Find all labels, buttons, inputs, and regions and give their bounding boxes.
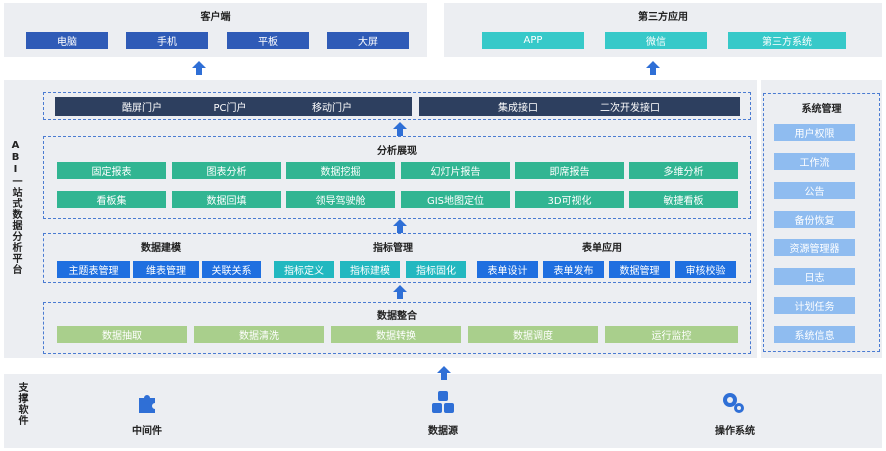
forms-data-manage[interactable]: 数据管理 [609,261,670,278]
arrow-up-icon [393,285,407,299]
portal-mobile[interactable]: 移动门户 [312,103,352,114]
support-middleware: 中间件 [132,426,162,437]
integration-transform[interactable]: 数据转换 [331,326,461,343]
analysis-writeback[interactable]: 数据回填 [172,191,281,208]
arrow-up-icon [646,61,660,75]
analysis-fixed-report[interactable]: 固定报表 [57,162,166,179]
integration-extract[interactable]: 数据抽取 [57,326,187,343]
arrow-up-icon [393,122,407,136]
system-backup[interactable]: 备份恢复 [774,211,855,228]
portal-right-bar [419,97,740,116]
arrow-up-icon [437,366,451,380]
system-user-permission[interactable]: 用户权限 [774,124,855,141]
analysis-dashboards[interactable]: 看板集 [57,191,166,208]
system-workflow[interactable]: 工作流 [774,153,855,170]
integration-title: 数据整合 [377,311,417,322]
puzzle-icon [139,395,155,413]
client-item-phone[interactable]: 手机 [126,32,208,49]
cubes-icon [432,391,454,413]
third-party-title: 第三方应用 [638,12,688,23]
client-item-bigscreen[interactable]: 大屏 [327,32,409,49]
analysis-adhoc[interactable]: 即席报告 [515,162,624,179]
system-log[interactable]: 日志 [774,268,855,285]
analysis-3d[interactable]: 3D可视化 [515,191,624,208]
portal-cool-screen[interactable]: 酷屏门户 [122,103,162,114]
support-label: 支撑软件 [16,382,27,426]
portal-pc[interactable]: PC门户 [213,103,247,114]
arrow-up-icon [192,61,206,75]
metrics-define[interactable]: 指标定义 [274,261,334,278]
system-scheduled-tasks[interactable]: 计划任务 [774,297,855,314]
modeling-topic-table[interactable]: 主题表管理 [57,261,130,278]
analysis-frame [43,136,751,219]
support-datasource: 数据源 [428,426,458,437]
metrics-model[interactable]: 指标建模 [340,261,400,278]
gears-icon [723,393,744,413]
forms-title: 表单应用 [582,243,622,254]
analysis-title: 分析展现 [377,146,417,157]
platform-panel [4,80,757,358]
system-title: 系统管理 [801,104,842,115]
integration-schedule[interactable]: 数据调度 [468,326,598,343]
arrow-up-icon [393,219,407,233]
client-title: 客户端 [200,12,231,23]
integration-frame [43,302,751,354]
forms-publish[interactable]: 表单发布 [543,261,604,278]
portal-integration-api[interactable]: 集成接口 [498,103,538,114]
modeling-relations[interactable]: 关联关系 [202,261,261,278]
platform-label: ABI一站式数据分析平台 [10,140,21,275]
metrics-title: 指标管理 [373,243,413,254]
portal-secondary-dev-api[interactable]: 二次开发接口 [600,103,660,114]
modeling-frame [43,233,751,283]
system-resources[interactable]: 资源管理器 [774,239,855,256]
analysis-chart[interactable]: 图表分析 [172,162,281,179]
client-item-tablet[interactable]: 平板 [227,32,309,49]
integration-monitor[interactable]: 运行监控 [605,326,738,343]
analysis-cockpit[interactable]: 领导驾驶舱 [286,191,395,208]
system-info[interactable]: 系统信息 [774,326,855,343]
analysis-olap[interactable]: 多维分析 [629,162,738,179]
third-party-item-app[interactable]: APP [482,32,584,49]
analysis-mining[interactable]: 数据挖掘 [286,162,395,179]
analysis-gis[interactable]: GIS地图定位 [401,191,510,208]
system-notice[interactable]: 公告 [774,182,855,199]
modeling-dimension-table[interactable]: 维表管理 [133,261,199,278]
modeling-title: 数据建模 [141,243,181,254]
portal-left-bar [55,97,412,116]
integration-clean[interactable]: 数据清洗 [194,326,324,343]
support-os: 操作系统 [715,426,755,437]
third-party-item-wechat[interactable]: 微信 [605,32,707,49]
third-party-item-system[interactable]: 第三方系统 [728,32,846,49]
analysis-slides[interactable]: 幻灯片报告 [401,162,510,179]
client-item-pc[interactable]: 电脑 [26,32,108,49]
portal-frame [43,92,751,120]
metrics-solidify[interactable]: 指标固化 [406,261,466,278]
analysis-agile[interactable]: 敏捷看板 [629,191,738,208]
system-frame [763,93,880,352]
forms-review[interactable]: 审核校验 [675,261,736,278]
forms-design[interactable]: 表单设计 [477,261,538,278]
